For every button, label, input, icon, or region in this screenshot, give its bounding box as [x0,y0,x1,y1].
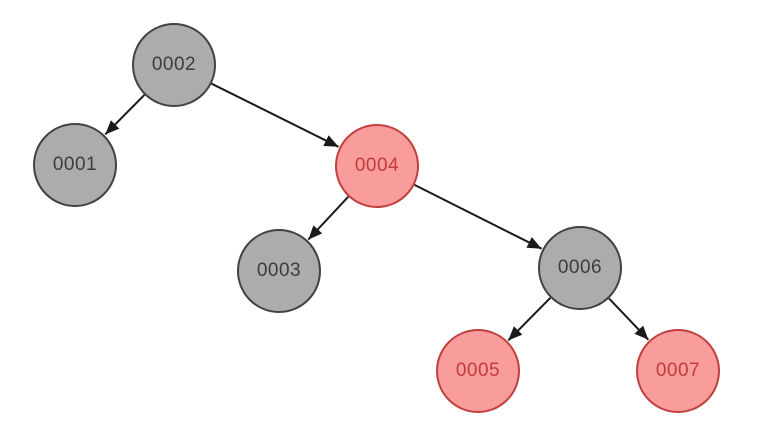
tree-node-0001[interactable]: 0001 [33,123,117,207]
tree-node-label: 0005 [455,360,501,381]
tree-node-0007[interactable]: 0007 [636,329,720,413]
tree-node-0004[interactable]: 0004 [335,124,419,208]
tree-node-label: 0001 [52,154,98,175]
tree-node-label: 0004 [354,155,400,176]
tree-edge-0002-0001 [104,94,146,136]
tree-node-0003[interactable]: 0003 [237,229,321,313]
tree-edge-0004-0006 [414,184,543,250]
tree-node-label: 0006 [557,257,603,278]
tree-edge-0006-0005 [507,297,552,342]
tree-node-0002[interactable]: 0002 [132,23,216,107]
tree-edge-0002-0004 [211,82,339,148]
tree-node-label: 0002 [151,54,197,75]
tree-node-0006[interactable]: 0006 [538,226,622,310]
tree-node-label: 0007 [655,360,701,381]
tree-edge-0006-0007 [608,297,650,341]
tree-node-0005[interactable]: 0005 [436,329,520,413]
tree-edge-0004-0003 [307,196,350,241]
tree-node-label: 0003 [256,260,302,281]
